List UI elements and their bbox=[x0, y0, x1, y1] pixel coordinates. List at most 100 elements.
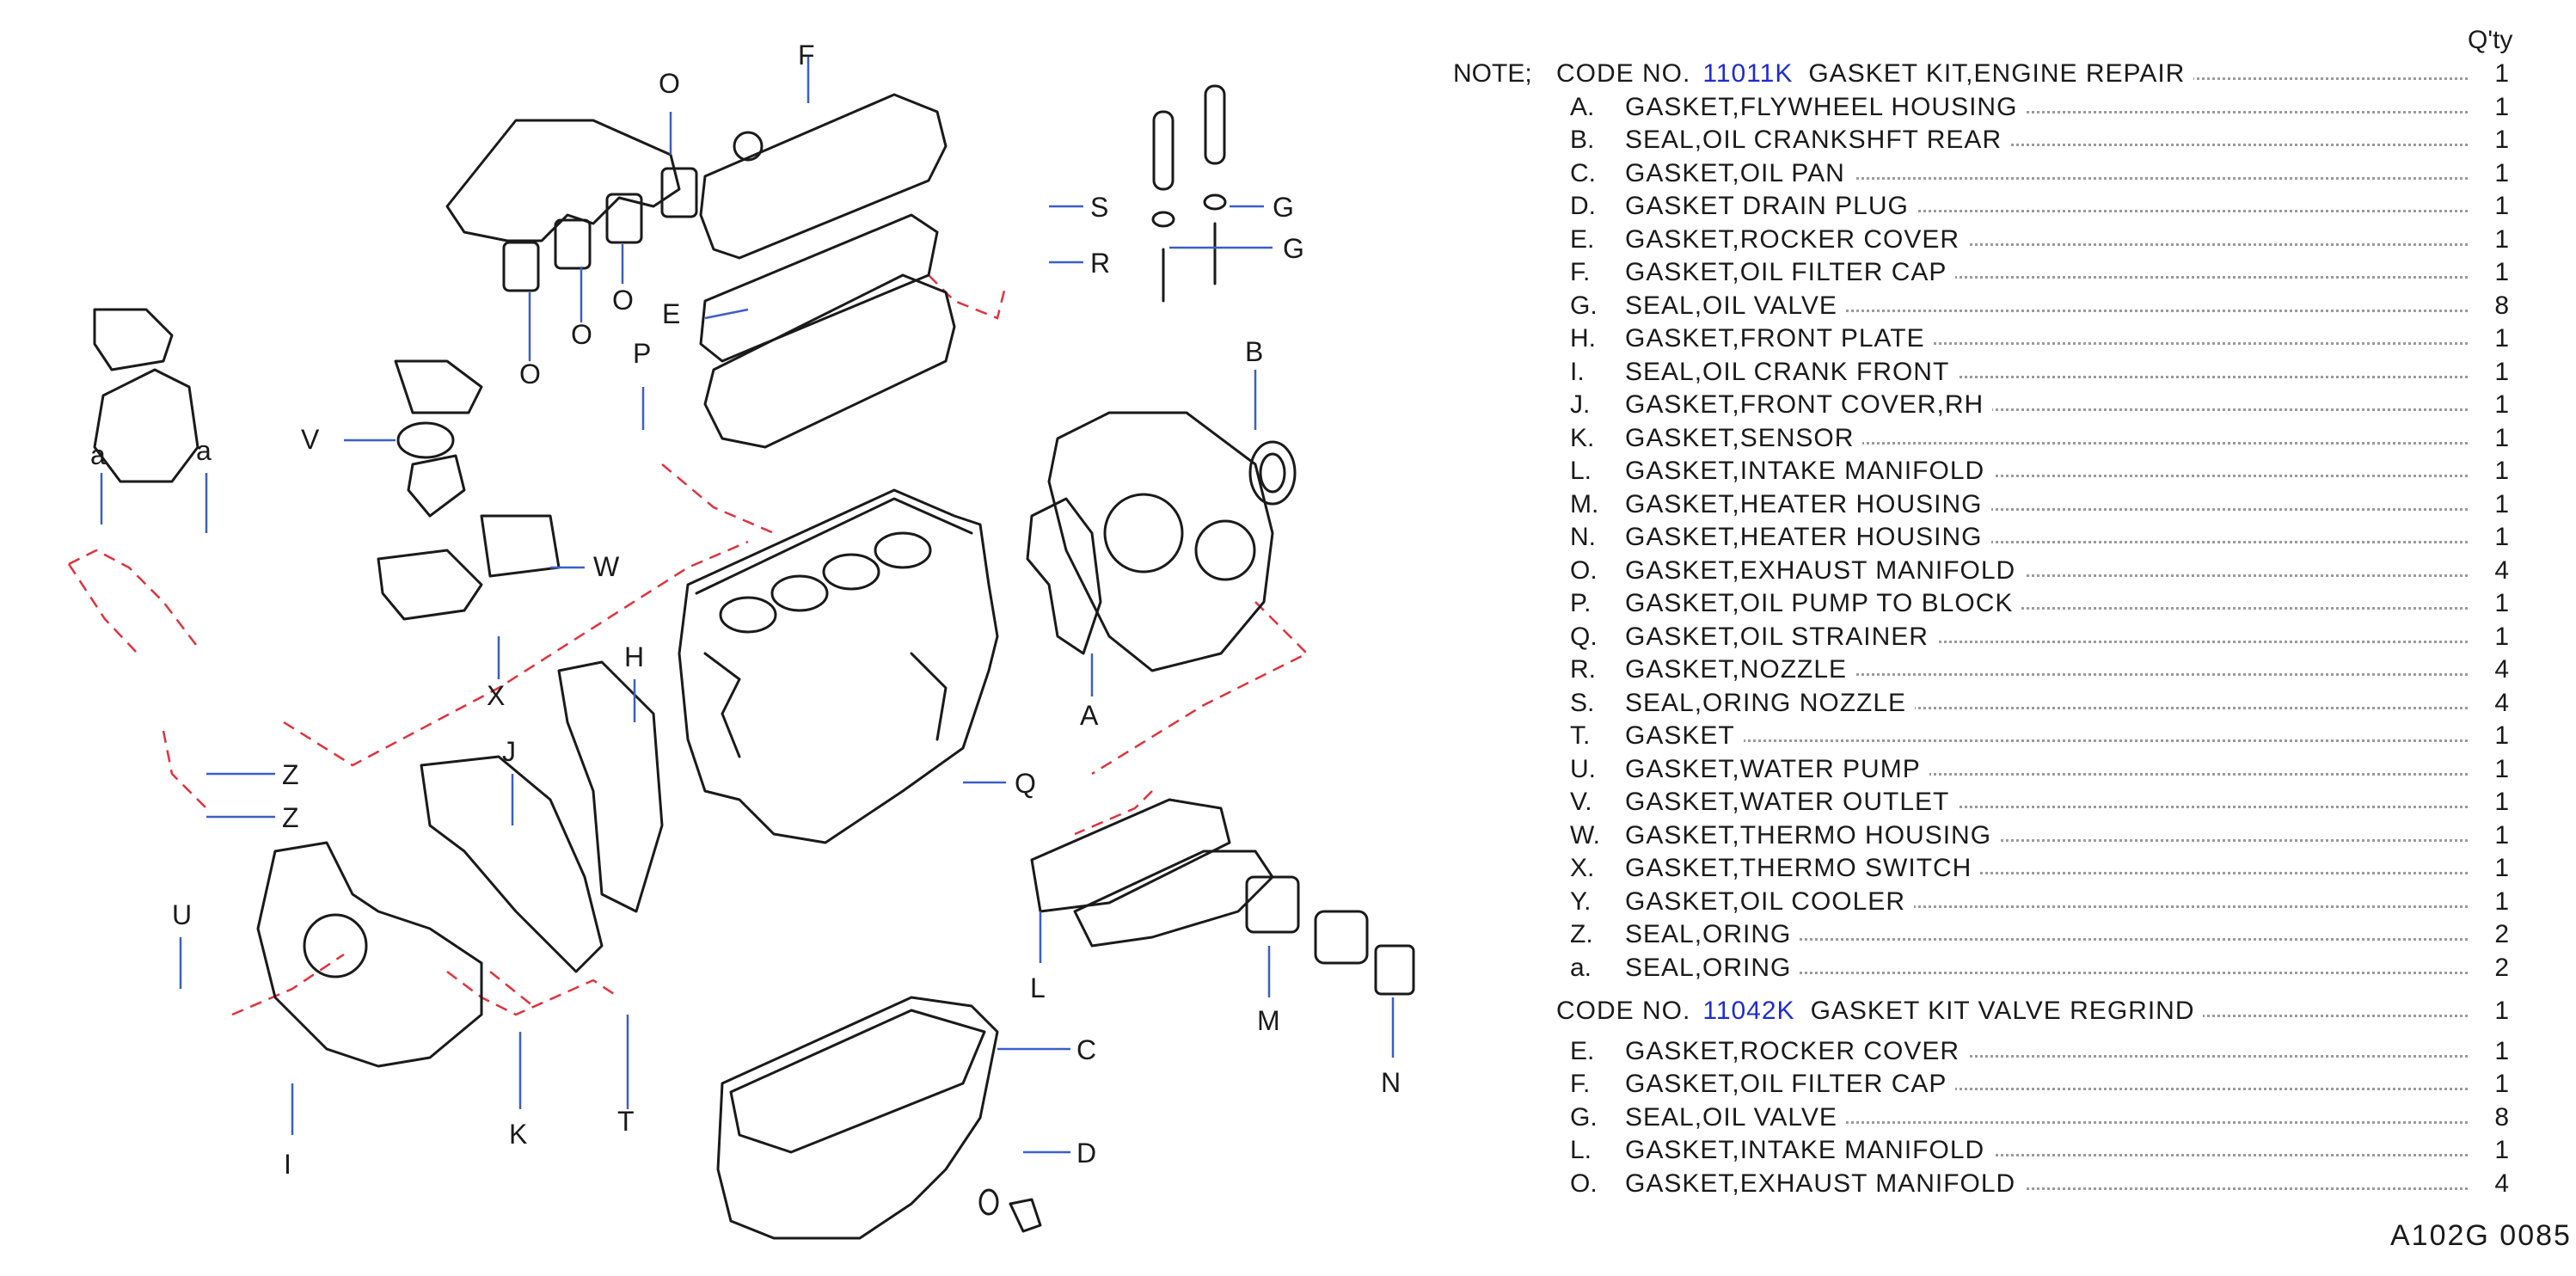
part-quantity: 1 bbox=[2483, 487, 2509, 522]
leader-dots bbox=[1625, 441, 2468, 445]
part-description: GASKET,THERMO SWITCH bbox=[1625, 851, 1981, 886]
part-letter: E. bbox=[1570, 224, 1595, 254]
kit-quantity: 1 bbox=[2483, 994, 2509, 1028]
leader-dots bbox=[1625, 838, 2468, 842]
part-quantity: 1 bbox=[2483, 454, 2509, 488]
part-description: GASKET,THERMO HOUSING bbox=[1625, 818, 2001, 853]
part-letter: B. bbox=[1570, 126, 1595, 154]
callout-w: W bbox=[593, 551, 620, 582]
leader-dots bbox=[1625, 640, 2468, 643]
part-quantity: 4 bbox=[2483, 553, 2509, 588]
part-quantity: 1 bbox=[2483, 1133, 2509, 1168]
part-letter: a. bbox=[1570, 953, 1592, 982]
part-quantity: 1 bbox=[2483, 420, 2509, 456]
part-quantity: 2 bbox=[2483, 917, 2509, 952]
front-cover-drawing bbox=[256, 660, 664, 1068]
part-letter: G. bbox=[1570, 291, 1598, 320]
leader-lines bbox=[100, 56, 1395, 1154]
leader-dots bbox=[1625, 541, 2468, 543]
part-quantity: 1 bbox=[2483, 619, 2509, 654]
part-quantity: 4 bbox=[2483, 685, 2509, 721]
part-letter: N. bbox=[1570, 523, 1596, 551]
callout-q: Q bbox=[1015, 768, 1036, 799]
kit-quantity: 1 bbox=[2483, 57, 2509, 91]
intake-manifold-drawing bbox=[1030, 798, 1415, 996]
part-quantity: 1 bbox=[2483, 520, 2509, 555]
parts-list-row: X. GASKET,THERMO SWITCH 1 bbox=[1453, 851, 2519, 886]
part-description: GASKET DRAIN PLUG bbox=[1625, 189, 1917, 224]
callout-x: X bbox=[487, 680, 505, 711]
part-quantity: 1 bbox=[2483, 751, 2509, 787]
part-description: SEAL,ORING bbox=[1625, 917, 1800, 952]
callout-t: T bbox=[617, 1106, 635, 1137]
part-letter: T. bbox=[1570, 721, 1591, 750]
leader-dots bbox=[1625, 574, 2468, 577]
part-letter: L. bbox=[1570, 1136, 1592, 1164]
code-label: CODE NO. bbox=[1556, 59, 1691, 88]
part-description: GASKET,OIL STRAINER bbox=[1625, 619, 1937, 654]
leader-dots bbox=[1625, 210, 2468, 212]
part-description: SEAL,OIL VALVE bbox=[1625, 1100, 1846, 1135]
qty-column-header: Q'ty bbox=[2468, 26, 2513, 54]
part-description: GASKET,OIL PAN bbox=[1625, 156, 1854, 191]
callout-z-1: Z bbox=[282, 759, 299, 790]
part-description: GASKET,INTAKE MANIFOLD bbox=[1625, 1133, 1994, 1168]
part-quantity: 1 bbox=[2483, 719, 2509, 753]
leader-dots bbox=[1625, 309, 2468, 312]
part-description: SEAL,OIL CRANK FRONT bbox=[1625, 354, 1959, 390]
part-letter: D. bbox=[1570, 192, 1596, 220]
part-letter: R. bbox=[1570, 655, 1596, 684]
part-quantity: 1 bbox=[2483, 89, 2509, 125]
part-description: SEAL,ORING bbox=[1625, 950, 1800, 985]
callout-h: H bbox=[624, 641, 644, 672]
part-quantity: 1 bbox=[2483, 156, 2509, 191]
part-letter: O. bbox=[1570, 1169, 1598, 1198]
part-description: GASKET,WATER OUTLET bbox=[1625, 785, 1959, 819]
part-description: GASKET,OIL FILTER CAP bbox=[1625, 255, 1956, 290]
part-quantity: 1 bbox=[2483, 818, 2509, 853]
part-letter: V. bbox=[1570, 788, 1592, 816]
part-letter: U. bbox=[1570, 754, 1596, 783]
part-description: GASKET,SENSOR bbox=[1625, 420, 1863, 456]
callout-o-4: O bbox=[659, 68, 680, 99]
kit-name: GASKET KIT,ENGINE REPAIR bbox=[1808, 59, 2186, 88]
part-quantity: 1 bbox=[2483, 785, 2509, 819]
callout-r: R bbox=[1090, 248, 1110, 279]
part-letter: W. bbox=[1570, 820, 1600, 850]
part-description: GASKET,EXHAUST MANIFOLD bbox=[1625, 1166, 2025, 1201]
leader-dots bbox=[1625, 607, 2468, 610]
part-quantity: 1 bbox=[2483, 851, 2509, 886]
callout-labels: a a V W X Z Z U I K T J H O O O O F E P … bbox=[90, 40, 1401, 1180]
part-quantity: 1 bbox=[2483, 222, 2509, 257]
part-letter: G. bbox=[1570, 1102, 1598, 1132]
cylinder-head-drawing bbox=[699, 93, 956, 449]
part-quantity: 1 bbox=[2483, 1067, 2509, 1101]
part-description: GASKET,ROCKER COVER bbox=[1625, 1034, 1969, 1069]
part-letter: F. bbox=[1570, 258, 1591, 286]
callout-m: M bbox=[1257, 1005, 1280, 1036]
callout-a-1: a bbox=[90, 439, 106, 470]
part-description: GASKET,FRONT PLATE bbox=[1625, 322, 1934, 356]
leader-dots bbox=[1625, 110, 2468, 113]
part-letter: X. bbox=[1570, 854, 1595, 882]
callout-l: L bbox=[1030, 972, 1046, 1003]
leader-dots bbox=[1625, 144, 2468, 146]
part-description: GASKET,HEATER HOUSING bbox=[1625, 487, 1991, 522]
callout-d: D bbox=[1076, 1138, 1096, 1169]
callout-s: S bbox=[1090, 192, 1108, 223]
